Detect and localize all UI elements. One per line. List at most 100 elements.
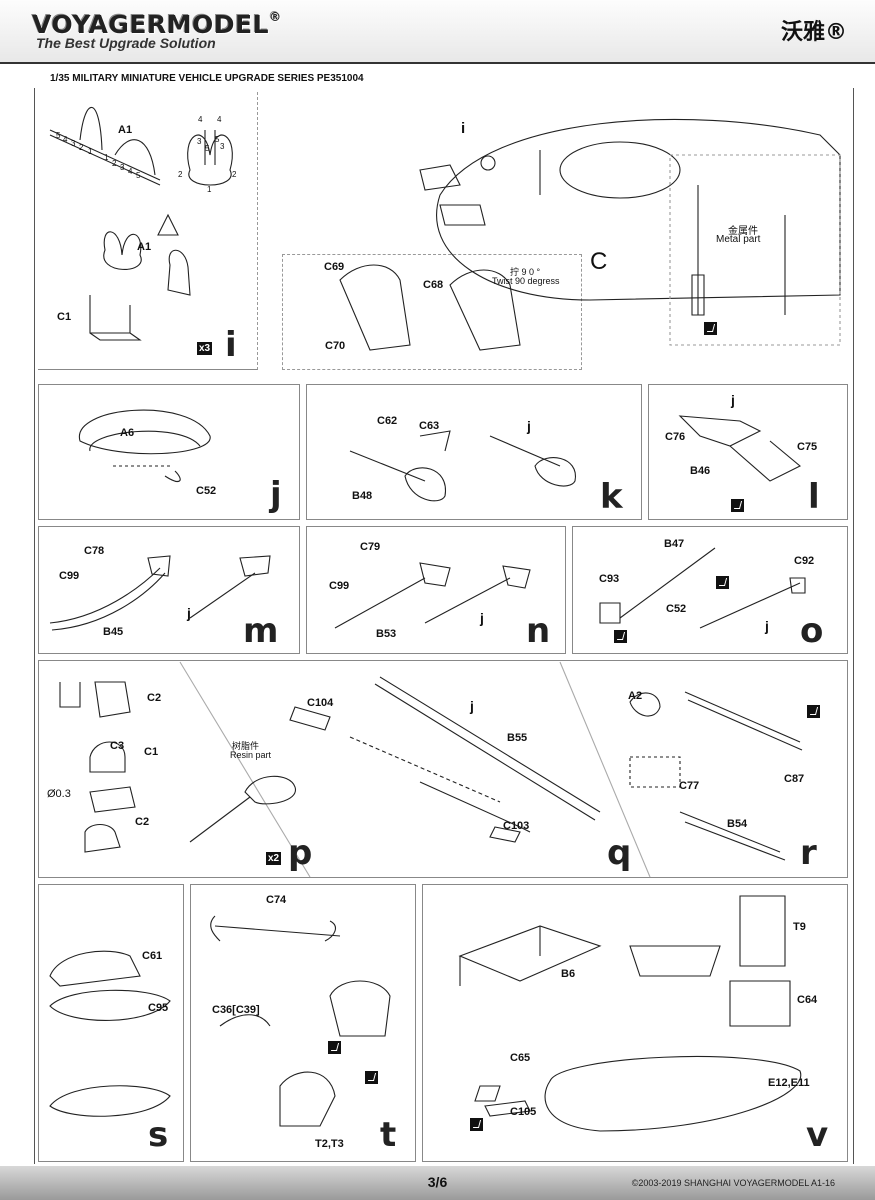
label-C65: C65 [510,1052,531,1064]
label-C105: C105 [510,1106,537,1118]
step-n-panel [306,526,566,654]
step-o-letter: o [800,611,824,651]
photo-etch-icon [470,1118,483,1131]
bend-number: 5 [205,144,210,153]
step-i-drawing [49,106,841,351]
step-stv-drawing [49,895,802,1132]
step-jkl-drawing [79,409,801,502]
step-k-panel [306,384,642,520]
step-s-panel [38,884,184,1162]
label-C62: C62 [377,415,398,427]
copyright: ©2003-2019 SHANGHAI VOYAGERMODEL A1-16 [631,1178,835,1188]
label-C69: C69 [324,261,345,273]
bend-number: 3 [220,142,225,151]
step-i-panel [38,92,258,370]
label-C103: C103 [503,820,530,832]
series-title: 1/35 MILITARY MINIATURE VEHICLE UPGRADE … [50,73,364,84]
bend-number: 2 [232,170,237,179]
label-j-n: j [480,610,484,626]
label-C1: C1 [57,311,72,323]
label-B48: B48 [352,490,373,502]
label-C87: C87 [784,773,805,785]
bend-number: 4 [217,115,222,124]
step-mno-drawing [49,547,806,631]
photo-etch-icon [704,322,717,335]
twist-note-cn: 拧 9 0 ° [510,267,541,277]
resin-note-en: Resin part [230,750,272,760]
step-k-letter: k [600,477,623,517]
label-C104: C104 [307,697,334,709]
step-pqr-panel [38,660,848,878]
bend-number: 2 [178,170,183,179]
label-C64: C64 [797,994,818,1006]
bend-number: 3 [120,163,125,172]
step-i-multiplier: x3 [197,342,213,355]
label-j-o: j [765,618,769,634]
label-C75: C75 [797,441,818,453]
label-C99-m: C99 [59,570,80,582]
photo-etch-icon [716,576,729,589]
label-C70: C70 [325,340,346,352]
brand-chinese: 沃雅® [780,20,847,45]
bend-number: 5 [215,135,220,144]
photo-etch-icon [365,1071,378,1084]
label-C-hull: C [590,248,608,275]
step-pqr-drawing [59,661,803,878]
label-i-hull: i [461,120,466,137]
resin-note-cn: 树脂件 [232,741,260,751]
brand-tagline: The Best Upgrade Solution [36,35,216,51]
label-C61: C61 [142,950,163,962]
page-number: 3/6 [427,1174,448,1190]
label-C52-o: C52 [666,603,687,615]
label-C36-C39: C36[C39] [212,1004,260,1016]
bend-number: 5 [136,171,141,180]
label-j-l: j [731,392,735,408]
label-B47: B47 [664,538,685,550]
label-B6: B6 [561,968,576,980]
photo-etch-icon [731,499,744,512]
label-T2-T3: T2,T3 [315,1138,344,1150]
label-C2-bottom: C2 [135,816,150,828]
photo-etch-icon [614,630,627,643]
bend-number: 4 [63,135,68,144]
bend-number: 3 [197,137,202,146]
step-t-panel [190,884,416,1162]
step-j-panel [38,384,300,520]
metal-note-cn: 金属件 [728,226,758,237]
step-r-letter: r [800,833,817,873]
bend-number: 4 [128,167,133,176]
step-p-letter: p [288,833,313,873]
step-o-panel [572,526,848,654]
label-C79: C79 [360,541,381,553]
label-C99-n: C99 [329,580,350,592]
header-bar: VOYAGERMODEL® The Best Upgrade Solution … [0,0,875,64]
label-C2-top: C2 [147,692,162,704]
label-C63: C63 [419,420,440,432]
label-j-m: j [187,605,191,621]
label-j-k: j [527,418,531,434]
label-C3: C3 [110,740,125,752]
bend-number: 1 [207,185,212,194]
label-T9: T9 [793,921,806,933]
photo-etch-icon [807,705,820,718]
label-C92: C92 [794,555,815,567]
label-A6: A6 [120,427,135,439]
step-p-multiplier: x2 [266,852,282,865]
metal-note-en: Metal part [716,234,761,245]
label-C76: C76 [665,431,686,443]
step-j-letter: j [270,475,282,515]
label-B54: B54 [727,818,748,830]
bend-number: 1 [88,147,93,156]
label-C68: C68 [423,279,444,291]
label-C1-p: C1 [144,746,159,758]
bend-number: 3 [71,139,76,148]
label-C93: C93 [599,573,620,585]
step-i-detail-box [282,254,582,370]
step-s-letter: s [148,1115,169,1155]
label-A1-mid: A1 [137,241,152,253]
step-t-letter: t [380,1115,397,1155]
label-C74: C74 [266,894,287,906]
bend-number: 2 [79,143,84,152]
label-B46: B46 [690,465,711,477]
label-C77: C77 [679,780,700,792]
